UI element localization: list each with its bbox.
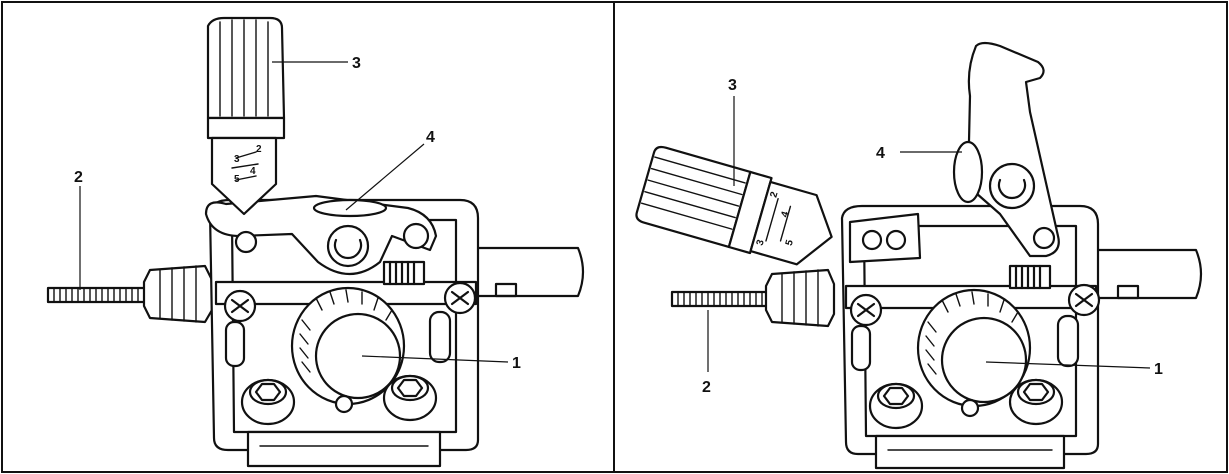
scale-mark-3: 3 xyxy=(755,238,767,247)
pressure-knob-left: 2 3 4 5 xyxy=(206,16,286,216)
scale-mark-3: 3 xyxy=(234,154,240,165)
tension-spring-right xyxy=(1008,264,1052,290)
drive-roller-left xyxy=(290,286,406,406)
leader-1-right xyxy=(985,361,1151,369)
scale-mark-5: 5 xyxy=(784,238,796,247)
pressure-arm-right xyxy=(952,41,1060,258)
drive-roller-right xyxy=(916,288,1032,408)
pressure-scale-right: 2 3 4 5 xyxy=(755,190,796,247)
pressure-knob-right: 2 3 4 5 xyxy=(635,145,833,266)
callout-4-left: 4 xyxy=(426,129,435,146)
callout-2-right: 2 xyxy=(702,379,711,396)
mount-nut-right-b xyxy=(1008,378,1064,426)
callout-3-right: 3 xyxy=(728,77,737,94)
wire-guide-tube-left xyxy=(468,246,585,298)
scale-mark-4: 4 xyxy=(250,166,256,177)
leader-4-left xyxy=(345,143,425,211)
pressure-rod-left xyxy=(46,264,214,324)
callout-2-left: 2 xyxy=(74,169,83,186)
pressure-rod-right xyxy=(670,268,836,328)
scale-mark-2: 2 xyxy=(768,190,780,199)
scale-mark-4: 4 xyxy=(779,210,791,219)
pressure-arm-left xyxy=(204,194,438,275)
wire-guide-tube-right xyxy=(1088,248,1203,300)
leader-1-left xyxy=(361,355,509,363)
tension-spring-left xyxy=(382,260,426,286)
pressure-scale-left: 2 3 4 5 xyxy=(231,144,262,185)
callout-3-left: 3 xyxy=(352,55,361,72)
callout-1-left: 1 xyxy=(512,355,521,372)
panel-left: 2 3 4 5 3 4 2 1 xyxy=(46,16,585,468)
callout-4-right: 4 xyxy=(876,145,885,162)
callout-1-right: 1 xyxy=(1154,361,1163,378)
mount-nut-right-a xyxy=(868,382,924,430)
mount-nut-left-a xyxy=(240,378,296,426)
scale-mark-5: 5 xyxy=(234,174,240,185)
scale-mark-2: 2 xyxy=(256,144,262,155)
panel-right: 2 3 4 5 3 4 2 1 xyxy=(635,41,1203,470)
mount-nut-left-b xyxy=(382,374,438,422)
